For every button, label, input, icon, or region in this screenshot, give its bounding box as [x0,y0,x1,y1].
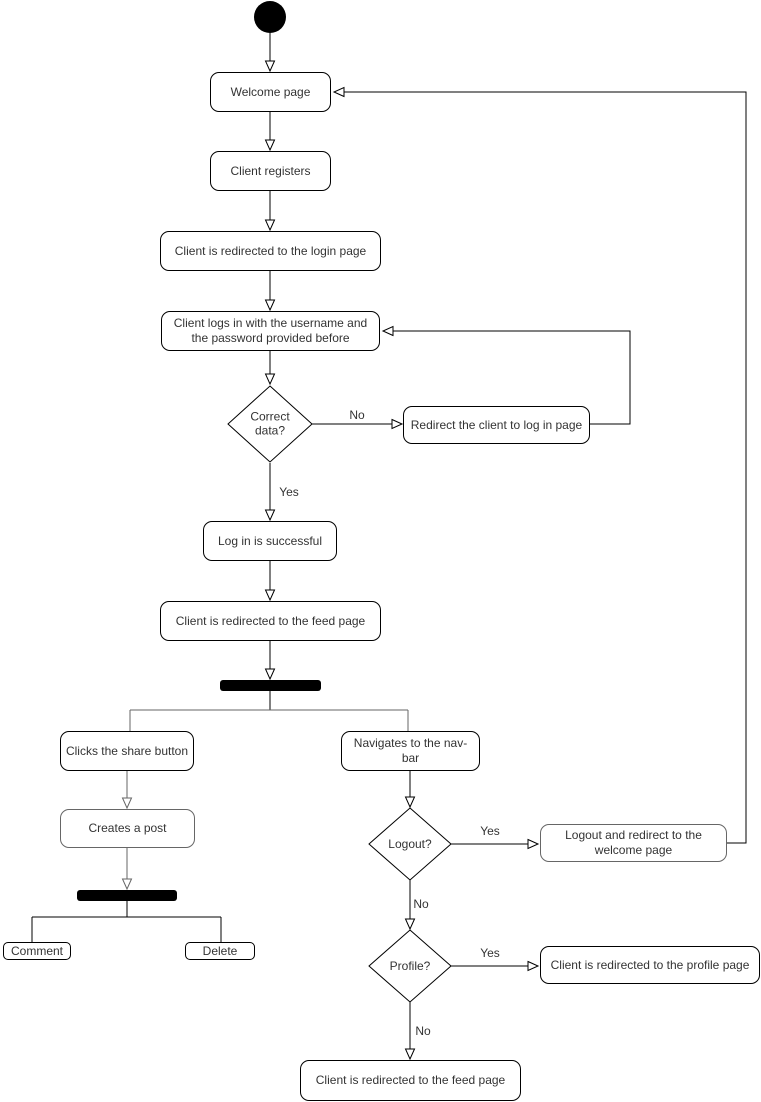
edge-redirect-loop-to-login [381,325,631,425]
edge-label-correct-no: No [347,408,367,422]
node-delete-label: Delete [202,943,238,958]
node-redirect-feed-page-2: Client is redirected to the feed page [300,1060,521,1101]
fork-bar-2 [77,890,177,901]
fork-bar-1 [220,680,321,691]
node-client-registers-label: Client registers [230,163,311,178]
node-redirect-login-page: Client is redirected to the login page [160,231,381,271]
edge-label-correct-yes: Yes [277,485,301,499]
node-navigates-navbar: Navigates to the nav-bar [341,731,480,771]
node-redirect-profile-page-label: Client is redirected to the profile page [550,957,750,972]
edge-label-logout-no: No [411,897,431,911]
decision-correct-data [227,385,313,463]
node-comment-label: Comment [10,943,63,958]
node-comment: Comment [3,942,71,960]
node-logout-redirect-welcome: Logout and redirect to the welcome page [540,824,727,862]
node-welcome-page: Welcome page [210,72,331,112]
edge-label-profile-yes: Yes [478,946,502,960]
decision-profile [368,929,452,1003]
node-redirect-login-page-label: Client is redirected to the login page [174,243,367,258]
node-clicks-share-button-label: Clicks the share button [65,743,189,758]
decision-logout [368,807,452,881]
edge-logout-loop-to-welcome [332,86,747,844]
node-creates-a-post: Creates a post [60,809,195,848]
node-client-registers: Client registers [210,151,331,191]
node-redirect-profile-page: Client is redirected to the profile page [540,946,760,984]
node-redirect-feed-page-label: Client is redirected to the feed page [175,613,366,628]
node-redirect-client-login: Redirect the client to log in page [403,406,590,444]
node-login-successful-label: Log in is successful [217,533,323,548]
node-delete: Delete [185,942,255,960]
decision-correct-data-label: Correct data? [250,409,290,438]
node-logout-redirect-welcome-label: Logout and redirect to the welcome page [565,828,702,857]
node-navigates-navbar-label: Navigates to the nav-bar [353,736,468,765]
node-creates-a-post-label: Creates a post [88,821,167,835]
node-welcome-page-label: Welcome page [230,84,311,99]
node-redirect-feed-page: Client is redirected to the feed page [160,601,381,641]
node-client-logs-in-label: Client logs in with the username and the… [173,316,368,345]
initial-node [254,1,286,33]
node-clicks-share-button: Clicks the share button [60,731,194,771]
node-redirect-client-login-label: Redirect the client to log in page [410,417,583,432]
decision-profile-label: Profile? [389,958,431,973]
node-client-logs-in: Client logs in with the username and the… [161,311,380,351]
edge-label-logout-yes: Yes [478,824,502,838]
decision-logout-label: Logout? [388,836,432,851]
edge-label-profile-no: No [413,1024,433,1038]
node-redirect-feed-page-2-label: Client is redirected to the feed page [315,1073,506,1087]
node-login-successful: Log in is successful [203,521,337,561]
